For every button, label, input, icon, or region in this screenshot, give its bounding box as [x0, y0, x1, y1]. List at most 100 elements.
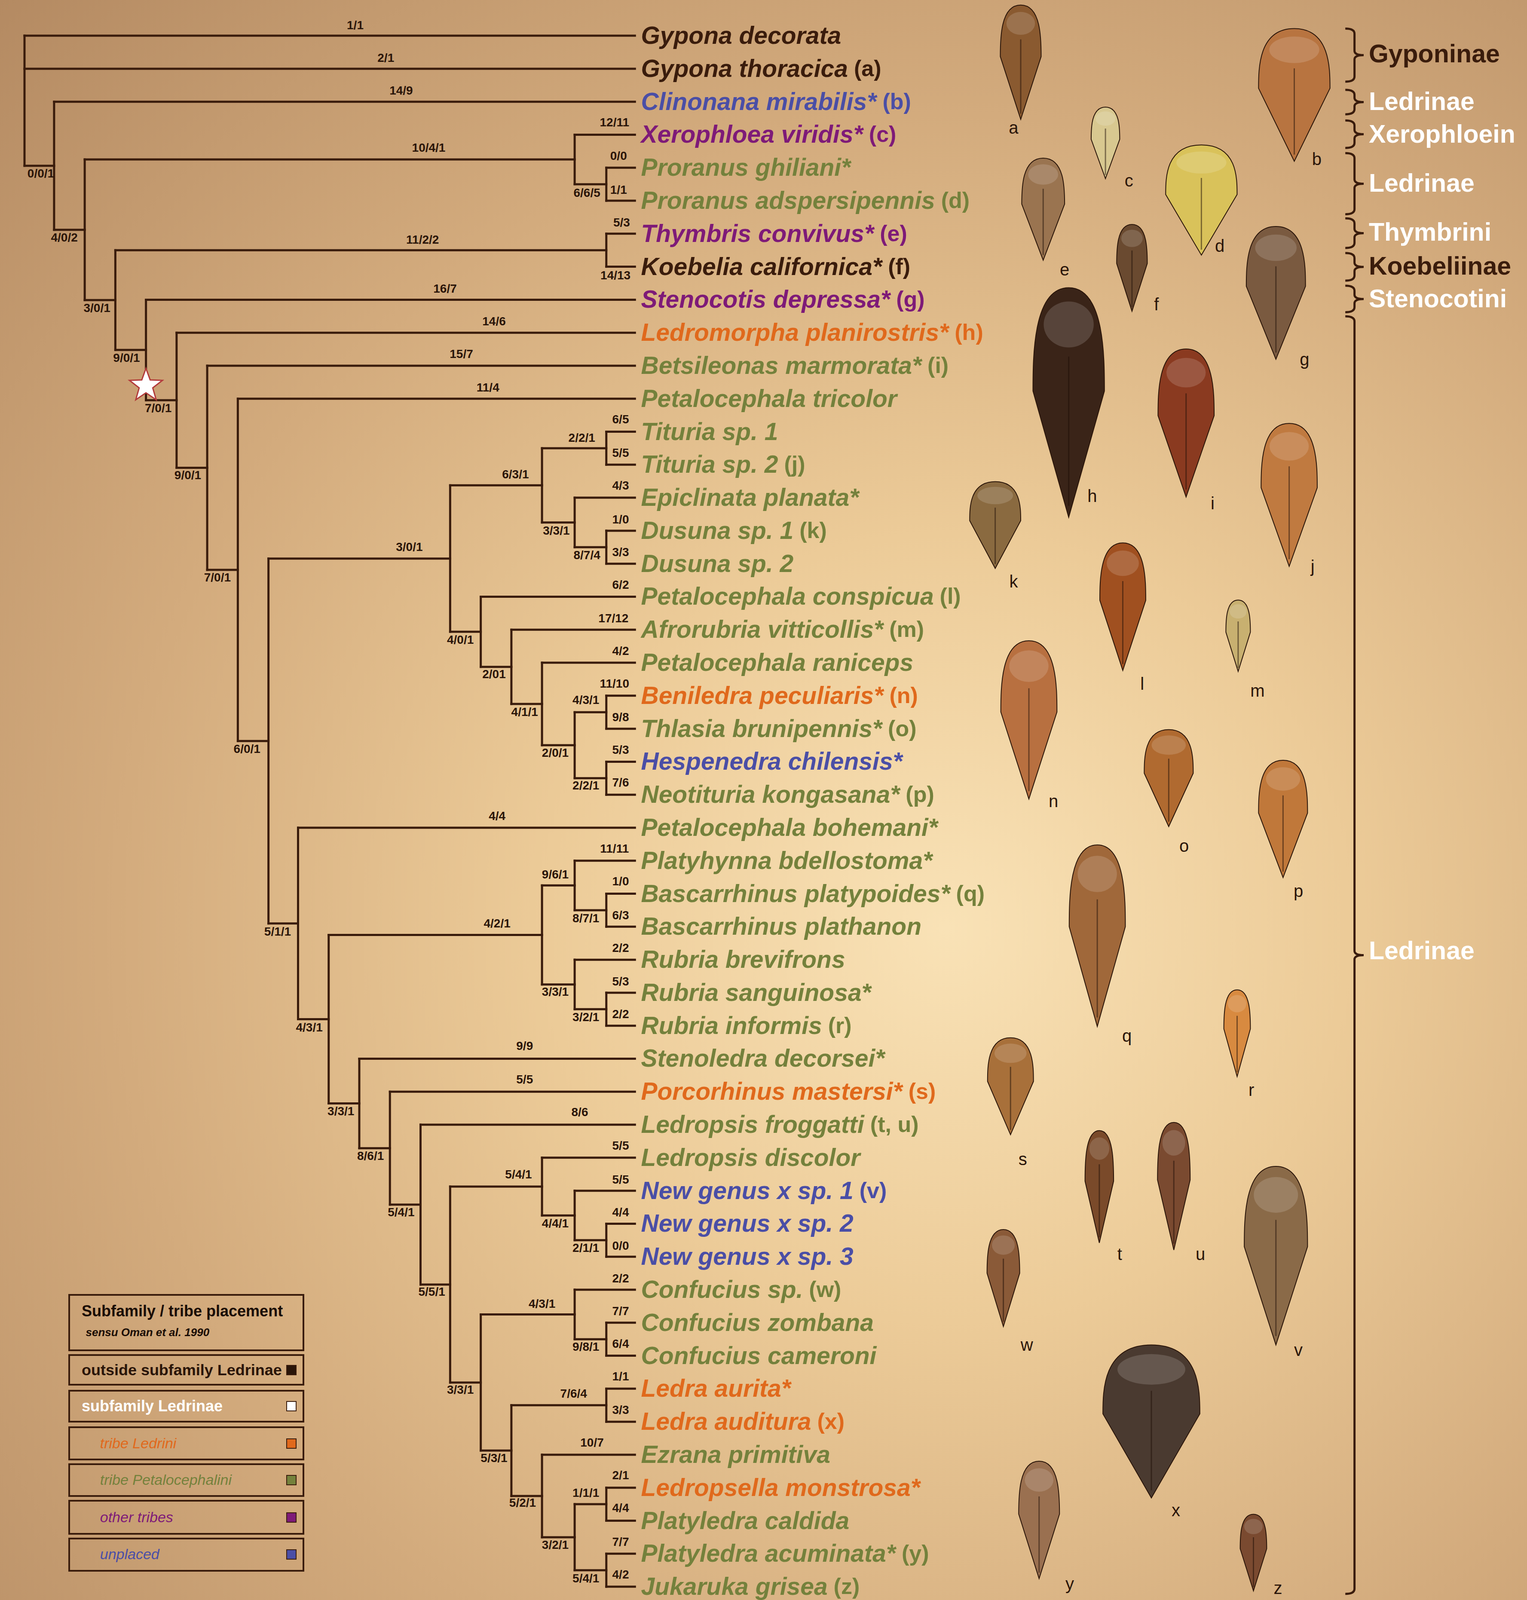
tree-branch: [298, 1018, 329, 1021]
taxon-name: Neotituria kongasana*: [641, 780, 900, 809]
photo-letter: f: [1153, 294, 1159, 315]
support-value-holder: 4/0/1: [446, 633, 474, 647]
legend-swatch: [286, 1438, 297, 1449]
support-value-holder: 7/7: [612, 1304, 630, 1319]
taxon-name: Ledra aurita*: [641, 1374, 791, 1404]
tree-branch: [541, 1214, 575, 1217]
taxon-name-holder: Neotituria kongasana*: [641, 780, 900, 809]
callout-letter: (q): [956, 881, 985, 907]
support-value: 6/5: [612, 412, 630, 427]
support-value: 0/0/1: [27, 166, 55, 181]
taxon-name: Bascarrhinus plathanon: [641, 912, 922, 942]
taxon-name: Ledropsella monstrosa*: [641, 1473, 921, 1503]
support-value-holder: 3/2/1: [572, 1010, 600, 1025]
support-value-holder: 11/10: [599, 676, 630, 691]
tree-branch: [606, 1321, 636, 1324]
support-value: 5/4/1: [504, 1167, 532, 1182]
callout-letter-holder: (g): [896, 286, 925, 313]
taxon-name-holder: Rubria brevifrons: [641, 945, 846, 974]
clade-name-holder: Gyponinae: [1368, 39, 1500, 69]
specimen-photo: [1099, 542, 1146, 671]
callout-letter-holder: (e): [879, 220, 908, 247]
photo-letter: t: [1117, 1244, 1123, 1264]
support-value: 9/0/1: [113, 351, 140, 365]
support-value: 3/2/1: [541, 1538, 569, 1552]
support-value-holder: 2/0/1: [541, 746, 569, 760]
legend-heading-holder: Subfamily / tribe placement: [81, 1302, 283, 1320]
callout-letter-holder: (l): [939, 584, 961, 610]
legend-text-holder: outside subfamily Ledrinae: [81, 1361, 282, 1379]
taxon-name: Clinonana mirabilis*: [641, 87, 877, 117]
taxon-name: Confucius cameroni: [641, 1341, 877, 1371]
support-value: 3/3/1: [542, 523, 570, 538]
support-value: 5/5: [612, 1172, 630, 1187]
support-value-holder: 12/11: [599, 115, 630, 130]
support-value: 5/3/1: [480, 1451, 508, 1466]
support-value-holder: 2/1/1: [572, 1241, 600, 1255]
callout-letter: (h): [954, 319, 983, 346]
specimen-head: [1162, 1130, 1186, 1156]
support-value: 7/7: [612, 1535, 630, 1549]
taxon-name: Betsileonas marmorata*: [641, 351, 922, 380]
taxon-name-holder: Petalocephala tricolor: [641, 384, 898, 414]
photo-letter: g: [1299, 349, 1310, 370]
support-value: 8/7/4: [573, 548, 600, 563]
tree-branch: [606, 1024, 636, 1027]
specimen-head: [1265, 767, 1301, 791]
taxon-name: Thlasia brunipennis*: [641, 714, 883, 744]
tree-branch: [606, 1354, 636, 1357]
support-value: 5/5: [612, 1138, 630, 1153]
photo-letter: v: [1294, 1340, 1303, 1360]
specimen-photo: [1244, 1166, 1308, 1346]
support-value: 3/3: [612, 1403, 630, 1417]
taxon-name-holder: Thymbris convivus*: [641, 219, 875, 248]
clade-name: Ledrinae: [1368, 168, 1475, 199]
support-value: 6/0/1: [233, 742, 261, 756]
callout-letter-holder: (h): [954, 319, 983, 346]
support-value: 4/3/1: [295, 1020, 323, 1035]
callout-letter: (t, u): [870, 1111, 919, 1138]
tree-branch: [298, 826, 636, 829]
photo-letter-holder: u: [1195, 1244, 1206, 1264]
specimen-head: [1269, 431, 1309, 461]
taxon-name-holder: Xerophloea viridis*: [641, 120, 863, 150]
specimen-photo: [1165, 144, 1237, 255]
support-value: 9/8/1: [572, 1340, 600, 1354]
specimen-wing-line: [1275, 1220, 1277, 1337]
specimen-head: [1077, 855, 1117, 893]
taxon-name-holder: Stenoledra decorsei*: [641, 1044, 885, 1074]
support-value-holder: 5/4/1: [387, 1205, 415, 1220]
taxon-name: Bascarrhinus platypoides*: [641, 879, 951, 909]
legend-text: outside subfamily Ledrinae: [81, 1361, 282, 1379]
support-value: 5/4/1: [387, 1205, 415, 1220]
photo-letter-holder: m: [1250, 680, 1265, 701]
specimen-head: [1229, 604, 1247, 619]
callout-letter-holder: (t, u): [870, 1111, 919, 1138]
support-value-holder: 4/4/1: [541, 1216, 569, 1231]
photo-letter: b: [1312, 149, 1322, 169]
specimen-photo: [1116, 224, 1148, 312]
support-value: 3/0/1: [83, 301, 111, 316]
specimen-wing-line: [1042, 188, 1044, 255]
specimen-head: [1028, 164, 1059, 185]
taxon-name: Petalocephala raniceps: [641, 648, 914, 677]
tree-branch: [606, 232, 636, 235]
tree-branch: [606, 991, 636, 994]
callout-letter: (j): [783, 451, 805, 478]
support-value-holder: 5/5/1: [418, 1285, 445, 1299]
photo-letter-holder: g: [1299, 349, 1310, 370]
specimen-wing-line: [1131, 250, 1133, 307]
support-value-holder: 1/1/1: [572, 1486, 600, 1500]
support-value-holder: 4/4: [488, 809, 506, 824]
support-value-holder: 4/3/1: [295, 1020, 323, 1035]
callout-letter: (v): [859, 1178, 888, 1204]
specimen-head: [1166, 358, 1206, 388]
specimen-head: [1089, 1137, 1110, 1160]
specimen-photo: [1018, 1461, 1060, 1579]
callout-letter-holder: (z): [833, 1573, 860, 1600]
support-value: 10/4/1: [412, 140, 446, 155]
legend-swatch: [286, 1549, 297, 1560]
specimen-photo: [1021, 158, 1065, 261]
callout-letter-holder: (j): [783, 451, 805, 478]
tree-branch: [420, 1123, 636, 1127]
